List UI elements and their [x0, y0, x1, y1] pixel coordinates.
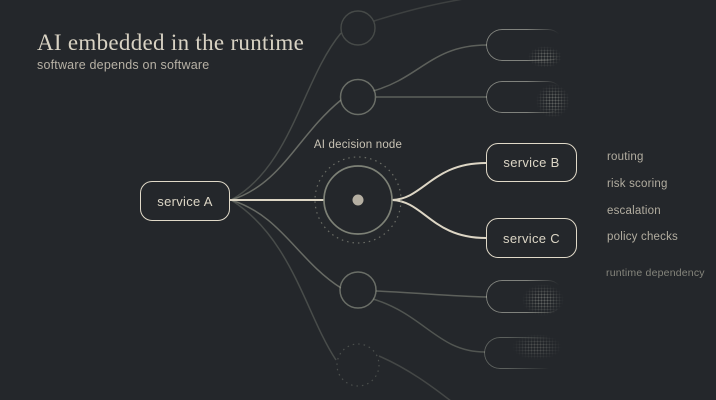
ghost-pill-2 — [486, 81, 564, 113]
wire-lower-ghost-to-pill4 — [372, 298, 486, 353]
outcome-label-routing: routing — [607, 151, 644, 163]
wire-a-to-upper-ghost — [230, 99, 342, 201]
ghost-pill-3 — [486, 280, 564, 313]
service-c-node[interactable]: service C — [486, 218, 577, 258]
dither-texture — [512, 334, 562, 360]
ghost-node-bottom-dotted — [336, 343, 380, 387]
page-subtitle: software depends on software — [37, 58, 210, 72]
dither-texture — [536, 84, 570, 118]
service-b-label: service B — [503, 155, 560, 170]
wire-bottom-ghost-tail — [378, 355, 451, 400]
wire-a-to-top-ghost — [230, 32, 342, 201]
ghost-node-top — [340, 10, 376, 46]
ghost-pill-4 — [484, 337, 562, 369]
ai-node-core-dot — [352, 194, 364, 206]
ghost-node-upper — [339, 78, 377, 116]
wire-lower-ghost-to-pill3 — [375, 290, 488, 298]
dither-texture — [522, 284, 564, 316]
ai-decision-node — [314, 156, 402, 244]
wire-ai-node-to-b — [391, 162, 487, 201]
service-b-node[interactable]: service B — [486, 143, 577, 182]
wire-a-to-lower-ghost — [230, 199, 342, 289]
page-title: AI embedded in the runtime — [37, 30, 305, 55]
service-a-node[interactable]: service A — [140, 181, 230, 221]
dither-texture — [528, 46, 562, 68]
runtime-dependency-note: runtime dependency — [606, 267, 705, 279]
wire-ai-node-to-c — [391, 199, 487, 239]
service-c-label: service C — [503, 230, 560, 246]
outcome-label-policy-checks: policy checks — [607, 231, 678, 243]
ghost-node-lower — [339, 271, 377, 309]
service-a-label: service A — [157, 193, 213, 209]
ai-decision-node-label: AI decision node — [313, 139, 403, 151]
outcome-label-escalation: escalation — [607, 205, 661, 217]
ghost-pill-1 — [486, 29, 564, 61]
wire-top-ghost-tail — [373, 0, 462, 22]
outcome-label-risk-scoring: risk scoring — [607, 178, 668, 190]
ai-node-dotted-ring — [314, 156, 402, 244]
wire-upper-ghost-to-pill1 — [372, 44, 488, 92]
wire-a-to-bottom-ghost — [230, 199, 337, 361]
